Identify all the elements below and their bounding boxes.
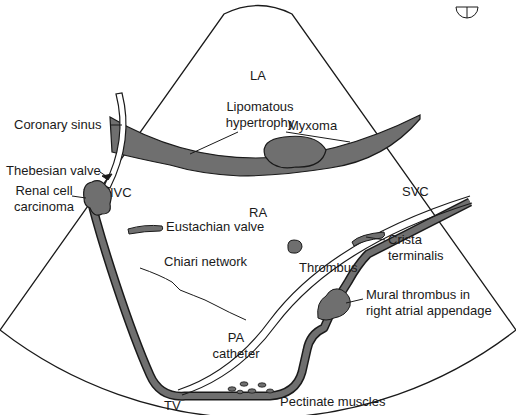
tumor-mass <box>84 181 112 215</box>
part-label: Eustachian valve <box>166 219 264 235</box>
myxoma-mass <box>264 136 326 168</box>
part-label: SVC <box>402 184 429 200</box>
chiari-network <box>140 268 246 320</box>
crista-terminalis <box>352 232 385 246</box>
imaging-sector <box>0 6 516 415</box>
coronary-sinus <box>104 93 126 188</box>
part-label: Coronary sinus <box>14 117 101 133</box>
leader-line <box>72 125 385 303</box>
part-label: PA catheter <box>206 330 266 362</box>
part-label: Pectinate muscles <box>280 394 386 410</box>
part-label: Thebesian valve <box>6 163 101 179</box>
pectinate-muscles <box>228 382 274 394</box>
part-label: Renal cell carcinoma <box>4 183 84 215</box>
part-label: Mural thrombus in right atrial appendage <box>366 287 496 319</box>
orientation-symbol <box>456 7 478 18</box>
part-label: Myxoma <box>288 118 337 134</box>
part-label: Crista terminalis <box>388 232 458 264</box>
thrombus <box>288 240 302 253</box>
eustachian-valve <box>128 225 163 234</box>
mural-thrombus <box>318 289 351 320</box>
part-label: Chiari network <box>164 254 247 270</box>
part-label: LA <box>250 68 266 84</box>
part-label: Thrombus <box>299 260 358 276</box>
part-label: IVC <box>110 185 132 201</box>
part-label: RA <box>249 205 267 221</box>
part-label: TV <box>164 398 181 414</box>
